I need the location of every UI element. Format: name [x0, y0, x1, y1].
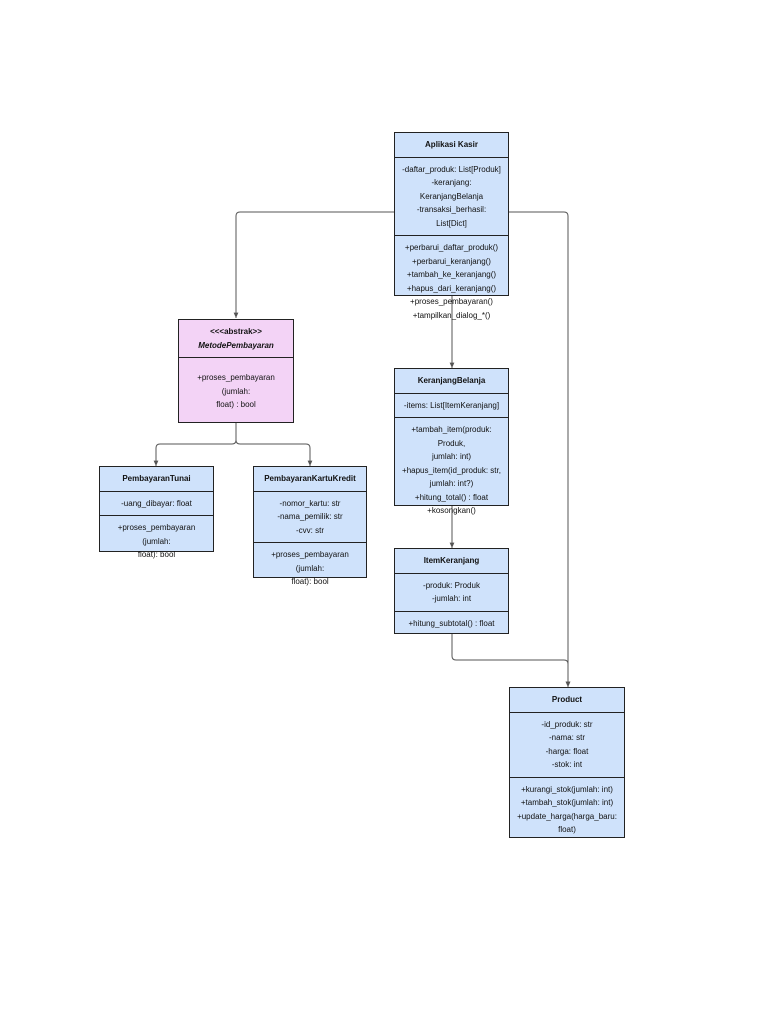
class-item-keranjang: ItemKeranjang -produk: Produk -jumlah: i…	[394, 548, 509, 634]
method: float) : bool	[216, 400, 256, 409]
attribute: -jumlah: int	[431, 594, 472, 603]
method: +proses_pembayaran (jumlah:	[117, 523, 196, 546]
method: +proses_pembayaran()	[410, 297, 493, 306]
attribute: -nomor_kartu: str	[279, 498, 341, 508]
edge-kasir-to-product	[509, 211, 571, 687]
class-title: PembayaranKartuKredit	[254, 467, 366, 492]
attribute: -harga: float	[545, 746, 589, 756]
edge-item-to-product	[451, 634, 571, 687]
class-methods: +proses_pembayaran (jumlah: float) : boo…	[179, 358, 293, 417]
attribute: -nama: str	[548, 733, 585, 742]
class-keranjang-belanja: KeranjangBelanja -items: List[ItemKeranj…	[394, 368, 509, 515]
method: +hitung_subtotal() : float	[408, 618, 495, 628]
class-title: ItemKeranjang	[395, 549, 508, 574]
method: float)	[558, 825, 576, 834]
edge-metode-to-tunai	[153, 423, 237, 466]
class-product: Product -id_produk: str -nama: str -harg…	[509, 687, 625, 838]
class-attributes: -nomor_kartu: str -nama_pemilik: str -cv…	[254, 492, 366, 543]
class-attributes: -uang_dibayar: float	[100, 492, 213, 516]
class-pembayaran-tunai: PembayaranTunai -uang_dibayar: float +pr…	[99, 466, 214, 559]
class-title: PembayaranTunai	[100, 467, 213, 492]
attribute: -produk: Produk	[423, 580, 480, 590]
class-title: Product	[510, 688, 624, 713]
method: +proses_pembayaran (jumlah:	[271, 550, 349, 573]
attribute: -id_produk: str	[541, 719, 593, 729]
attribute: -cvv: str	[296, 525, 324, 535]
class-methods: +proses_pembayaran (jumlah: float): bool	[100, 516, 213, 567]
class-title: <<<abstrak>> MetodePembayaran	[179, 320, 293, 358]
class-pembayaran-kartu-kredit: PembayaranKartuKredit -nomor_kartu: str …	[253, 466, 367, 586]
method: +hitung_total() : float	[414, 492, 489, 502]
method: +tambah_ke_keranjang()	[406, 270, 497, 279]
class-metode-pembayaran: <<<abstrak>> MetodePembayaran +proses_pe…	[178, 319, 294, 423]
attribute: -keranjang: KeranjangBelanja	[419, 178, 484, 201]
class-attributes: -id_produk: str -nama: str -harga: float…	[510, 713, 624, 778]
stereotype-label: <<<abstrak>>	[210, 327, 262, 336]
edge-kasir-to-metode	[233, 211, 394, 318]
class-methods: +perbarui_daftar_produk() +perbarui_kera…	[395, 236, 508, 327]
attribute: -nama_pemilik: str	[277, 512, 343, 521]
method: float): bool	[137, 550, 176, 559]
class-title: Aplikasi Kasir	[395, 133, 508, 158]
class-attributes: -daftar_produk: List[Produk] -keranjang:…	[395, 158, 508, 236]
method: +tampilkan_dialog_*()	[412, 310, 491, 320]
method: jumlah: int?)	[429, 479, 474, 488]
class-methods: +tambah_item(produk: Produk, jumlah: int…	[395, 418, 508, 523]
method: +tambah_stok(jumlah: int)	[520, 798, 614, 807]
method: float): bool	[291, 577, 329, 586]
method: +perbarui_keranjang()	[412, 256, 491, 266]
method: +hapus_dari_keranjang()	[406, 283, 497, 293]
attribute: -uang_dibayar: float	[121, 498, 192, 508]
method: +perbarui_daftar_produk()	[404, 243, 499, 252]
class-aplikasi-kasir: Aplikasi Kasir -daftar_produk: List[Prod…	[394, 132, 509, 320]
method: +kosongkan()	[427, 506, 476, 515]
class-methods: +hitung_subtotal() : float	[395, 612, 508, 636]
method: jumlah: int)	[431, 452, 472, 461]
edge-metode-to-kartu	[235, 439, 313, 466]
method: +hapus_item(id_produk: str,	[402, 465, 501, 475]
class-attributes: -items: List[ItemKeranjang]	[395, 394, 508, 418]
method: +update_harga(harga_baru:	[517, 811, 617, 821]
class-methods: +proses_pembayaran (jumlah: float): bool	[254, 543, 366, 594]
method: +proses_pembayaran (jumlah:	[197, 373, 275, 396]
class-attributes: -produk: Produk -jumlah: int	[395, 574, 508, 612]
class-methods: +kurangi_stok(jumlah: int) +tambah_stok(…	[510, 778, 624, 842]
attribute: -items: List[ItemKeranjang]	[403, 400, 500, 410]
attribute: -stok: int	[551, 760, 583, 769]
attribute: -transaksi_berhasil: List[Dict]	[416, 205, 487, 228]
method: +kurangi_stok(jumlah: int)	[521, 784, 613, 794]
class-title: KeranjangBelanja	[395, 369, 508, 394]
method: +tambah_item(produk: Produk,	[411, 425, 492, 448]
attribute: -daftar_produk: List[Produk]	[402, 164, 501, 174]
